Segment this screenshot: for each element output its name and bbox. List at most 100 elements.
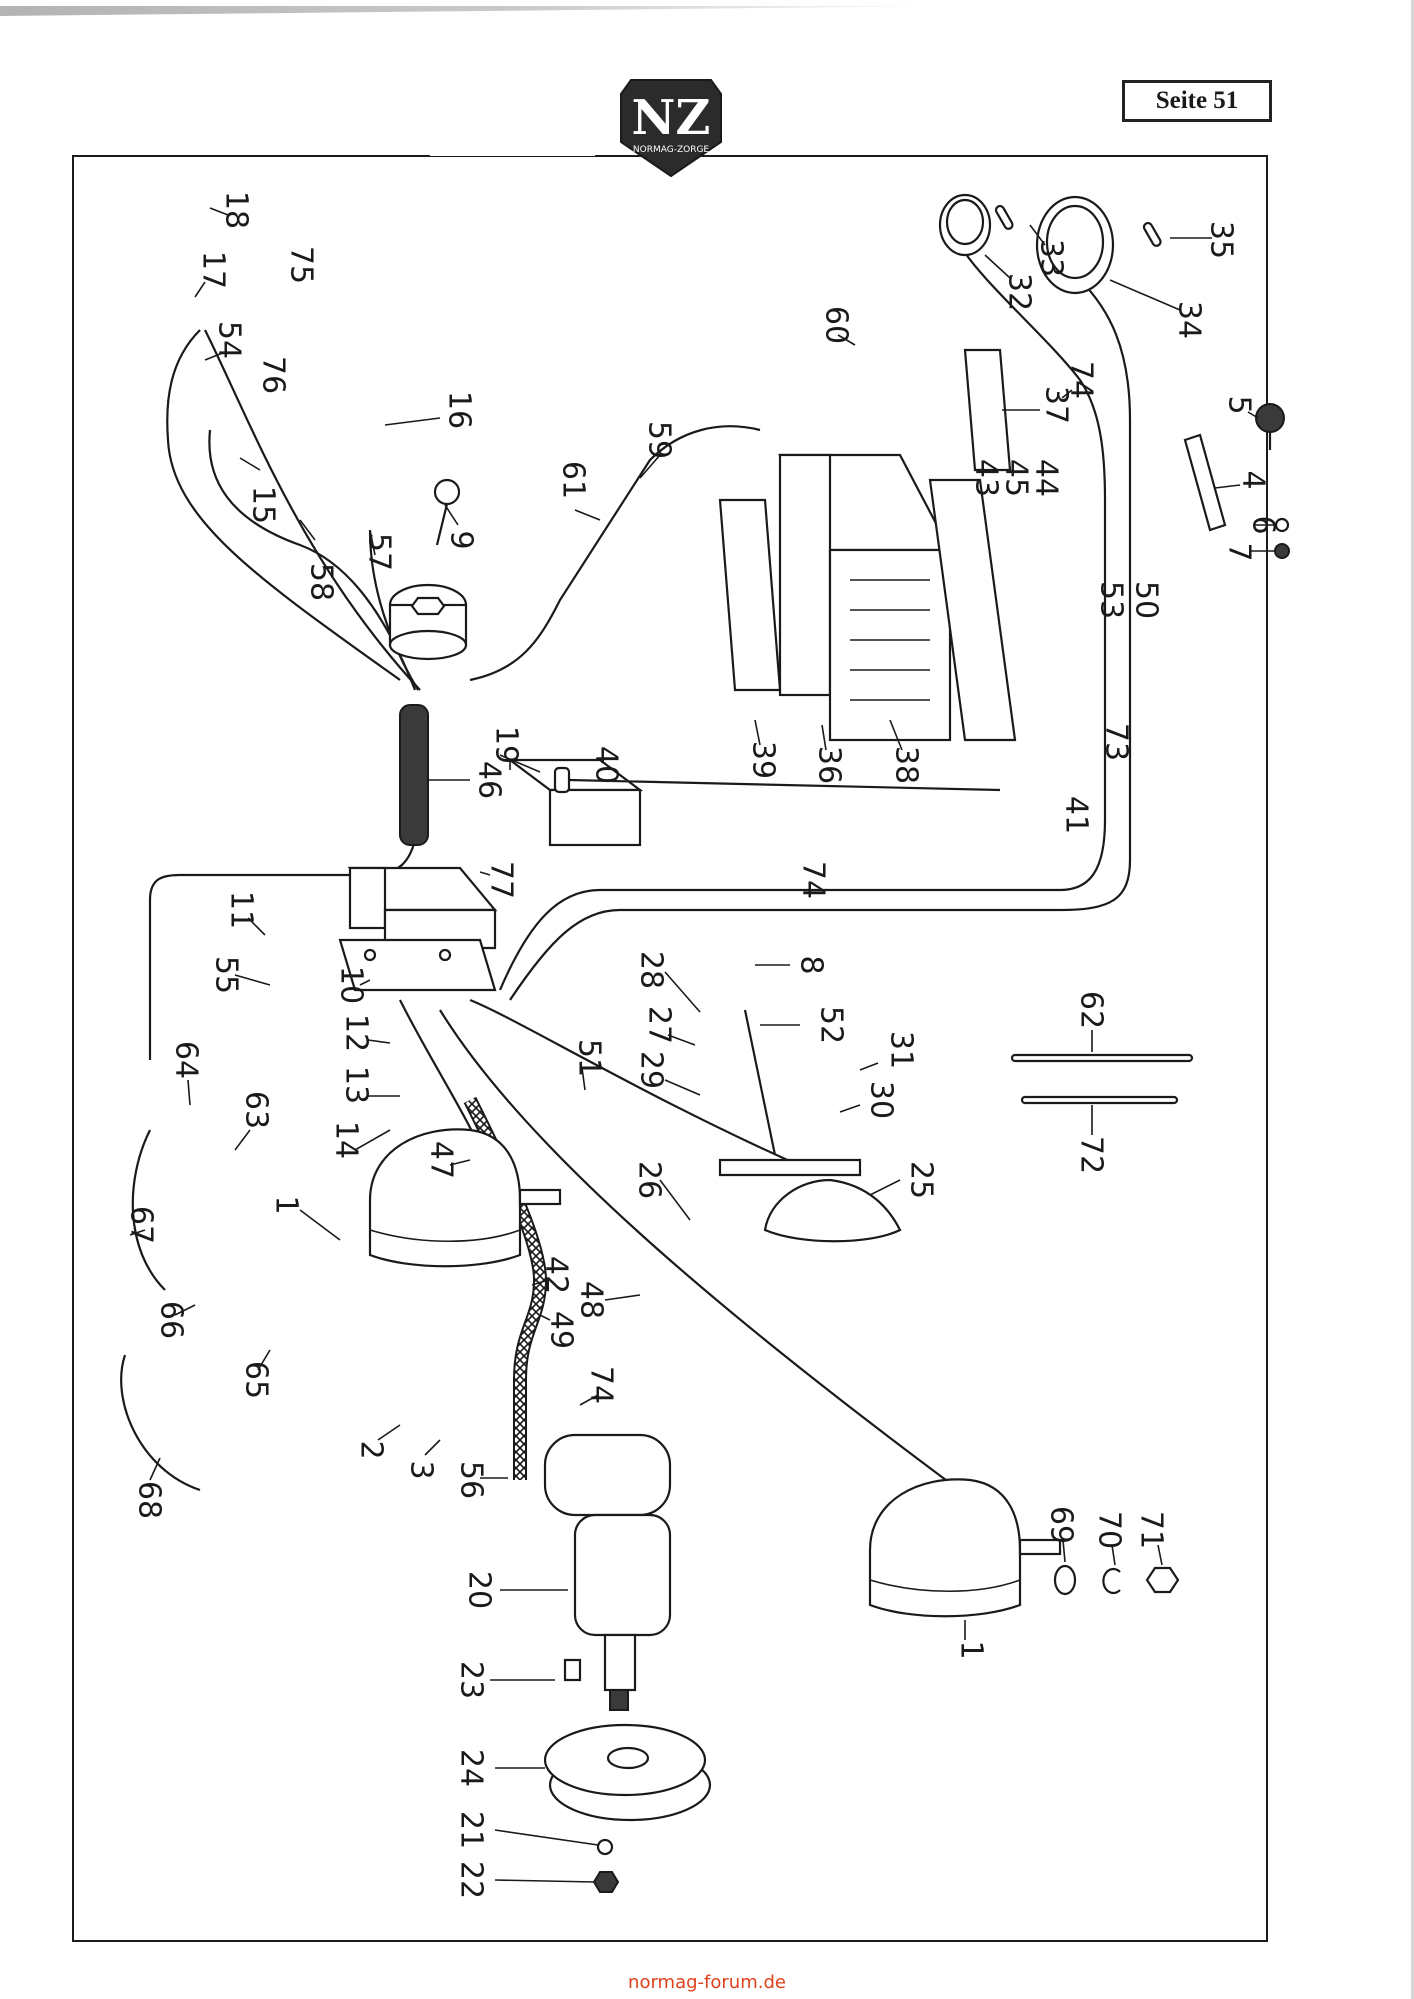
part-label-51: 51 bbox=[572, 1039, 607, 1077]
part-label-14: 14 bbox=[329, 1121, 364, 1159]
part-label-56: 56 bbox=[454, 1461, 489, 1499]
leader-line-14 bbox=[354, 1129, 391, 1151]
part-label-33: 33 bbox=[1034, 239, 1069, 277]
part-label-22: 22 bbox=[454, 1861, 489, 1899]
leader-line-36 bbox=[821, 724, 827, 751]
leader-line-66 bbox=[174, 1304, 196, 1316]
part-label-1a: 1 bbox=[269, 1195, 304, 1214]
spring-washer-70 bbox=[1102, 1567, 1121, 1595]
part-label-75: 75 bbox=[284, 246, 319, 284]
leader-line-61 bbox=[574, 509, 601, 521]
part-number-labels: 1123456789101112131415161718192021222324… bbox=[124, 191, 1281, 1899]
battery-bracket-38 bbox=[928, 478, 1017, 742]
leader-line-19 bbox=[499, 754, 541, 773]
part-label-11: 11 bbox=[224, 891, 259, 929]
part-label-7: 7 bbox=[1222, 542, 1257, 561]
leader-line-59 bbox=[639, 454, 661, 479]
part-label-47: 47 bbox=[424, 1141, 459, 1179]
logo-text: NZ bbox=[632, 90, 711, 146]
part-label-45: 45 bbox=[999, 459, 1034, 497]
part-label-53: 53 bbox=[1094, 581, 1129, 619]
part-label-61: 61 bbox=[556, 461, 591, 499]
part-label-42: 42 bbox=[539, 1256, 574, 1294]
part-label-36: 36 bbox=[812, 746, 847, 784]
leader-line-48 bbox=[604, 1294, 641, 1301]
part-label-12: 12 bbox=[339, 1014, 374, 1052]
rod-72 bbox=[1020, 1095, 1179, 1105]
harness-sleeve-46 bbox=[399, 704, 429, 846]
leader-line-21 bbox=[494, 1829, 599, 1846]
part-label-16: 16 bbox=[442, 391, 477, 429]
leader-line-4 bbox=[1214, 484, 1241, 489]
wire-57 bbox=[368, 529, 419, 691]
rubber-knob-5 bbox=[1255, 403, 1285, 450]
leader-line-63 bbox=[234, 1129, 251, 1151]
leader-line-30 bbox=[839, 1104, 861, 1113]
part-label-39: 39 bbox=[746, 741, 781, 779]
leader-line-68 bbox=[149, 1457, 161, 1481]
part-label-8: 8 bbox=[794, 955, 829, 974]
part-label-9: 9 bbox=[444, 530, 479, 549]
part-label-20: 20 bbox=[462, 1571, 497, 1609]
leader-line-1a bbox=[299, 1209, 341, 1241]
part-label-24: 24 bbox=[454, 1749, 489, 1787]
logo-subtext: NORMAG-ZORGE bbox=[633, 145, 710, 155]
part-label-74a: 74 bbox=[1064, 361, 1099, 399]
part-label-76: 76 bbox=[256, 356, 291, 394]
leader-line-27 bbox=[667, 1034, 696, 1046]
motor-20 bbox=[543, 1433, 672, 1711]
part-label-66: 66 bbox=[154, 1301, 189, 1339]
frame-gap bbox=[430, 153, 595, 156]
headlight-1-left bbox=[368, 1128, 562, 1268]
leader-line-26 bbox=[659, 1179, 691, 1221]
nut-22 bbox=[592, 1871, 620, 1893]
part-label-38: 38 bbox=[889, 746, 924, 784]
part-label-10: 10 bbox=[334, 966, 369, 1004]
part-label-25: 25 bbox=[904, 1161, 939, 1199]
part-label-46: 46 bbox=[472, 761, 507, 799]
part-label-71: 71 bbox=[1134, 1511, 1169, 1549]
leader-line-49 bbox=[539, 1314, 551, 1321]
leader-line-34 bbox=[1109, 279, 1181, 311]
normag-zorge-logo: NZ NORMAG-ZORGE bbox=[620, 79, 722, 178]
nut-7 bbox=[1274, 543, 1290, 559]
leader-line-70 bbox=[1111, 1544, 1116, 1566]
part-label-23: 23 bbox=[454, 1661, 489, 1699]
leader-line-33 bbox=[1029, 224, 1046, 246]
leader-line-47 bbox=[449, 1159, 471, 1166]
leader-line-67 bbox=[129, 1229, 146, 1236]
part-label-31: 31 bbox=[884, 1031, 919, 1069]
part-label-35: 35 bbox=[1204, 221, 1239, 259]
part-label-54: 54 bbox=[212, 321, 247, 359]
reflector-34 bbox=[1035, 195, 1115, 295]
part-label-2: 2 bbox=[354, 1440, 389, 1459]
leader-line-18 bbox=[209, 207, 229, 216]
part-label-73: 73 bbox=[1099, 723, 1134, 761]
leader-line-42 bbox=[531, 1279, 549, 1286]
wire-55 bbox=[148, 839, 417, 1060]
terminal-strip-10 bbox=[338, 938, 497, 992]
part-label-60: 60 bbox=[819, 306, 854, 344]
footer-source: normag-forum.de bbox=[0, 1972, 1414, 1993]
battery-36 bbox=[778, 453, 952, 742]
leader-line-28 bbox=[664, 971, 701, 1013]
wire-54 bbox=[166, 329, 401, 681]
part-label-58: 58 bbox=[304, 563, 339, 601]
part-label-68: 68 bbox=[132, 1481, 167, 1519]
leader-line-74a bbox=[1061, 389, 1073, 399]
part-label-55: 55 bbox=[209, 956, 244, 994]
leader-line-31 bbox=[859, 1062, 879, 1071]
part-label-3: 3 bbox=[404, 1460, 439, 1479]
part-label-26: 26 bbox=[632, 1161, 667, 1199]
cover-19 bbox=[506, 758, 644, 847]
leader-line-71 bbox=[1157, 1544, 1163, 1566]
wire-53 bbox=[498, 244, 1107, 991]
part-label-72: 72 bbox=[1074, 1136, 1109, 1174]
part-label-62: 62 bbox=[1074, 991, 1109, 1029]
part-label-69: 69 bbox=[1044, 1506, 1079, 1544]
cable-68 bbox=[120, 1354, 201, 1492]
wire-61 bbox=[469, 425, 761, 682]
part-label-70: 70 bbox=[1092, 1511, 1127, 1549]
bolt-40 bbox=[553, 766, 1001, 794]
